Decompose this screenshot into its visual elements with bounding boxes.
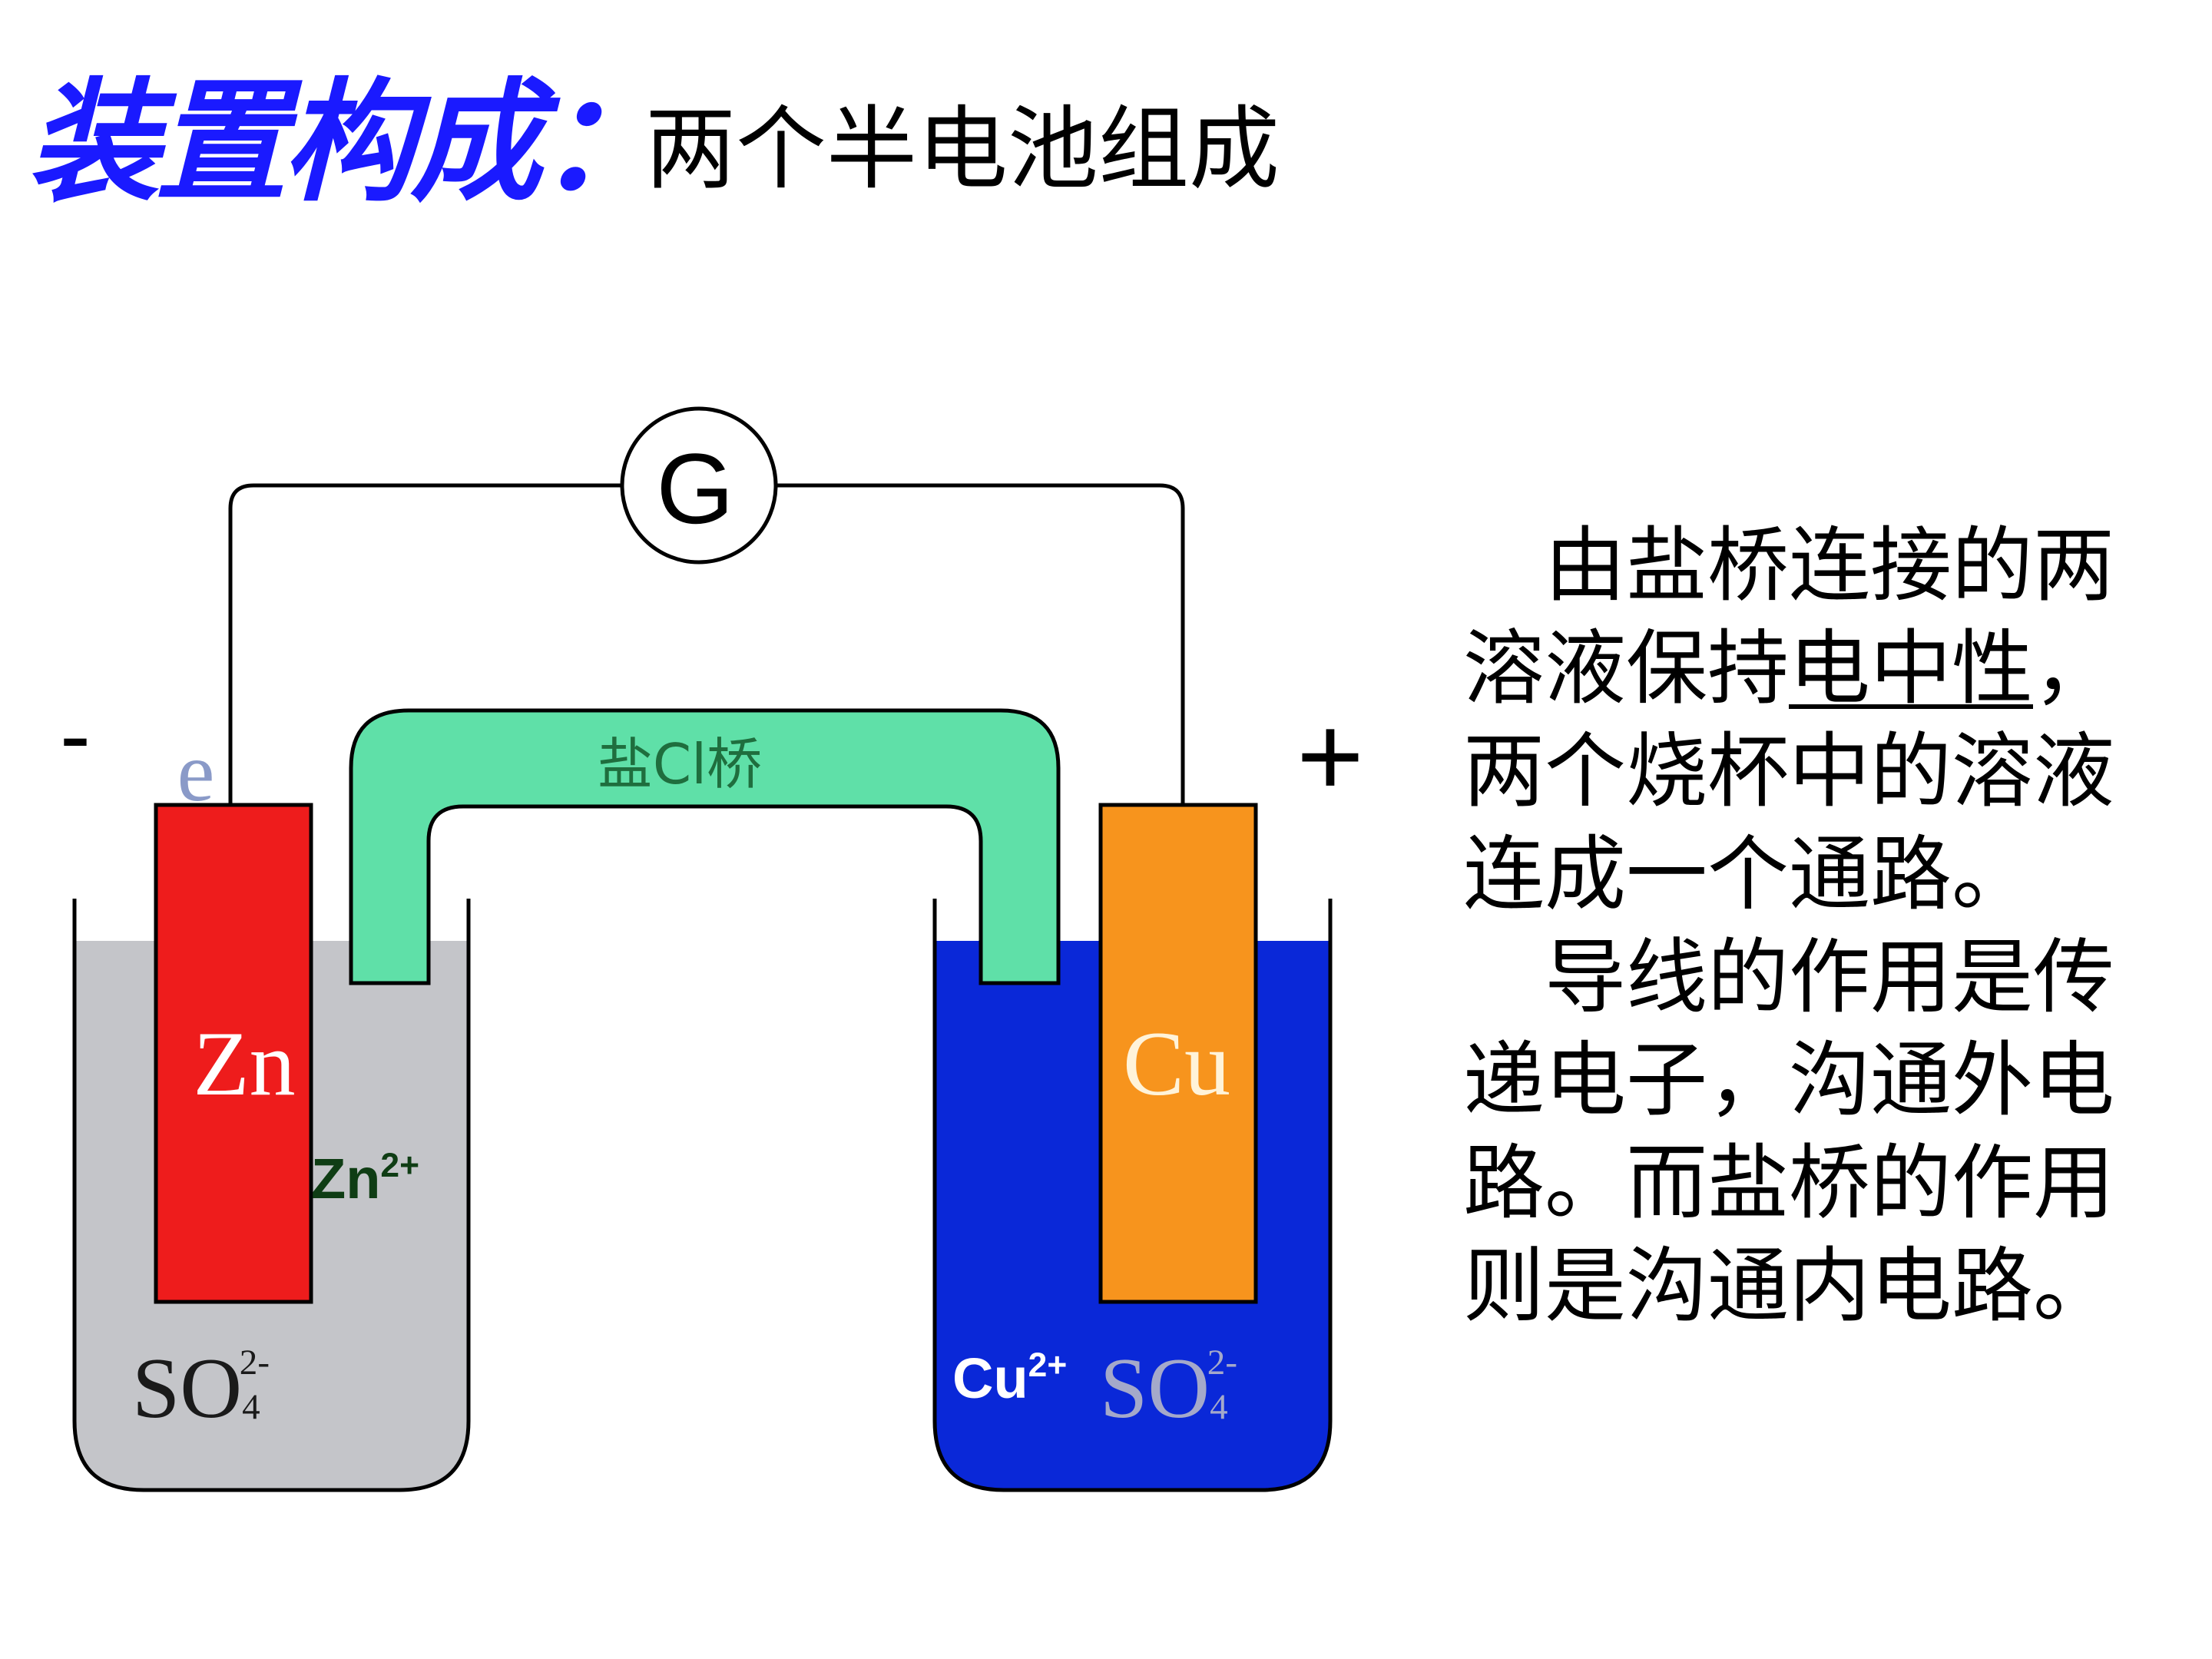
right-beaker-outline bbox=[932, 899, 1333, 1492]
explanation-paragraph-2: 导线的作用是传递电子，沟通外电路。而盐桥的作用则是沟通内电路。 bbox=[1463, 930, 2114, 1333]
sulfate-right-label: SO42- bbox=[1100, 1341, 1237, 1436]
svg-text:SO42-: SO42- bbox=[132, 1341, 270, 1436]
svg-text:SO42-: SO42- bbox=[1100, 1341, 1237, 1436]
zinc-electrode-label: Zn bbox=[193, 1012, 295, 1114]
svg-text:Zn2+: Zn2+ bbox=[311, 1147, 419, 1210]
explanation-text: 由盐桥连接的两溶液保持电中性，两个烧杯中的溶液连成一个通路。 导线的作用是传递电… bbox=[1463, 515, 2185, 1338]
title-rest: 两个半电池组成 bbox=[645, 96, 1280, 202]
galvanometer: G bbox=[620, 406, 778, 565]
cathode-sign: + bbox=[1296, 691, 1364, 820]
electric-neutrality-term: 电中性 bbox=[1789, 621, 2033, 716]
copper-ion-label: Cu2+ bbox=[952, 1346, 1067, 1410]
explanation-paragraph-1: 由盐桥连接的两溶液保持电中性，两个烧杯中的溶液连成一个通路。 bbox=[1463, 518, 2114, 922]
galvanometer-label: G bbox=[656, 432, 733, 545]
copper-electrode bbox=[1098, 803, 1258, 1304]
zinc-ion-label: Zn2+ bbox=[311, 1147, 419, 1210]
svg-text:Cu2+: Cu2+ bbox=[952, 1346, 1067, 1410]
anode-sign: - bbox=[60, 684, 91, 786]
salt-bridge-label: 盐Cl桥 bbox=[598, 732, 762, 796]
title-bold: 装置构成： bbox=[28, 65, 670, 220]
salt-bridge bbox=[349, 708, 1061, 985]
sulfate-left-label: SO42- bbox=[132, 1341, 270, 1436]
copper-electrode-label: Cu bbox=[1123, 1012, 1230, 1114]
left-beaker-outline bbox=[72, 899, 471, 1492]
zinc-electrode bbox=[154, 803, 313, 1304]
